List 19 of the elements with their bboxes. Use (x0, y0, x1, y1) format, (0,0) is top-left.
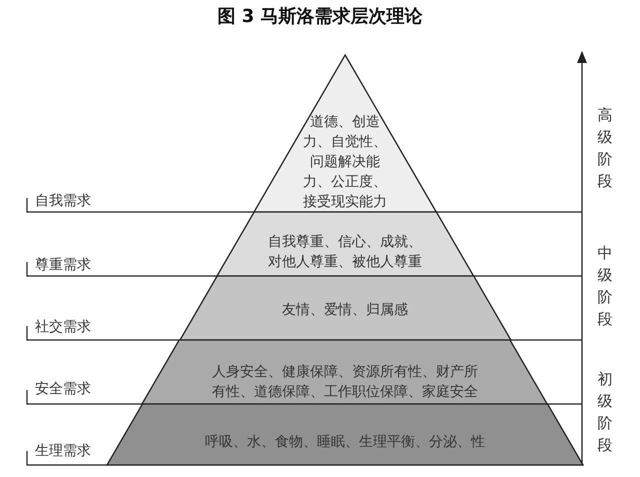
pyramid-layer (254, 55, 436, 212)
level-label: 生理需求 (35, 443, 91, 459)
stage-label: 高级阶段 (597, 105, 613, 192)
pyramid-layer (180, 276, 510, 340)
layer-text: 道德、创造力、自觉性、问题解决能力、公正度、接受现实能力 (302, 113, 388, 212)
stage-label: 初级阶段 (597, 369, 613, 456)
layer-text: 人身安全、健康保障、资源所有性、财产所有性、道德保障、工作职位保障、家庭安全 (210, 363, 479, 402)
layer-text: 自我尊重、信心、成就、对他人尊重、被他人尊重 (266, 233, 423, 272)
layer-text: 呼吸、水、食物、睡眠、生理平衡、分泌、性 (204, 433, 486, 452)
pyramid-layer (107, 404, 583, 465)
layer-text: 友情、爱情、归属感 (280, 301, 409, 320)
pyramid-layer (216, 212, 474, 276)
stage-label: 中级阶段 (597, 243, 613, 330)
level-label: 安全需求 (35, 381, 91, 397)
level-label: 尊重需求 (35, 257, 91, 273)
pyramid-layer (142, 340, 548, 404)
level-label: 自我需求 (35, 193, 91, 209)
level-label: 社交需求 (35, 319, 91, 335)
title: 图 3 马斯洛需求层次理论 (216, 5, 424, 28)
